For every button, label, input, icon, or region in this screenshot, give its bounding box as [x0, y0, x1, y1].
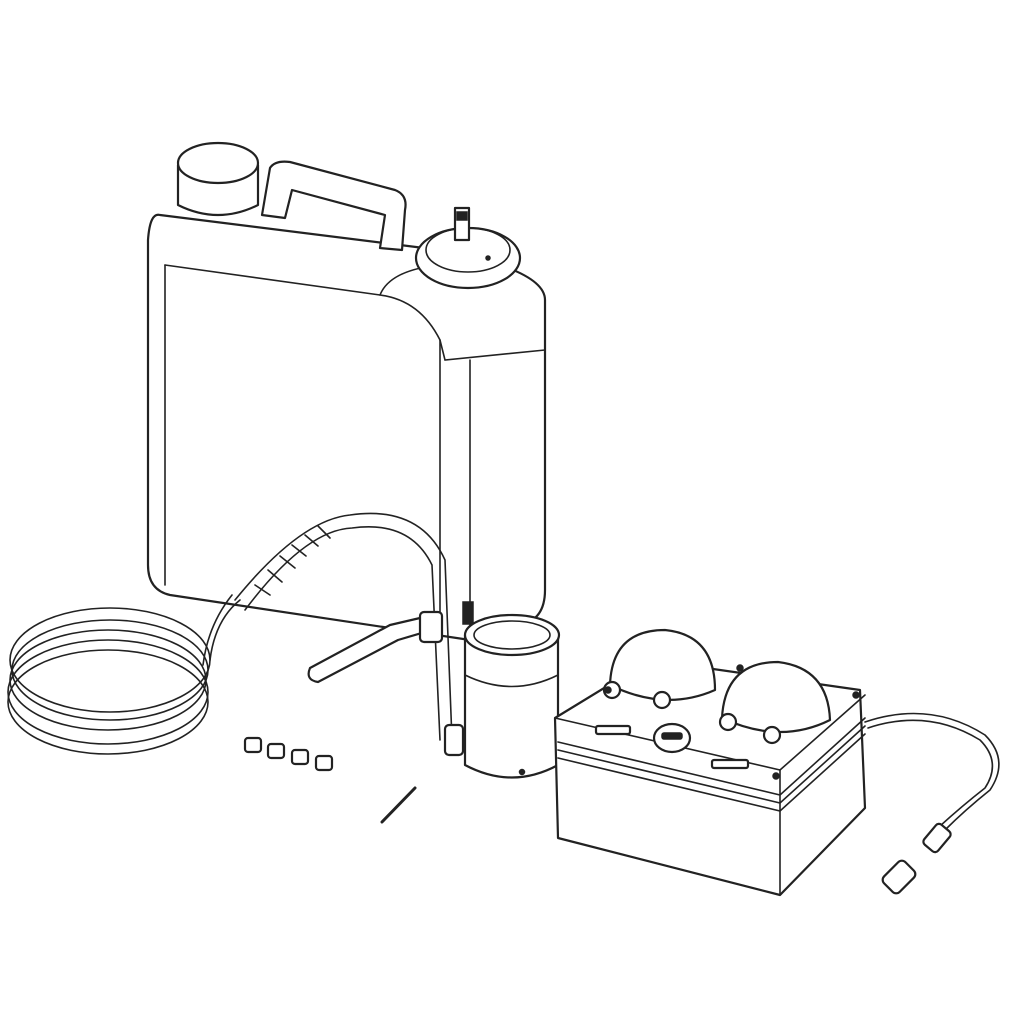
coiled-tube: [7, 594, 241, 755]
vent-cap: [414, 206, 522, 290]
pin: [380, 786, 417, 824]
jerrycan-cap: [176, 141, 260, 217]
dome-right: [718, 660, 832, 745]
filter-cup: [463, 613, 561, 779]
label-plate-right: [710, 758, 750, 770]
hose: [234, 512, 474, 757]
selector-knob: [652, 722, 692, 754]
jerrycan-handle: [260, 160, 407, 252]
jerrycan: [146, 141, 547, 642]
control-box: [553, 628, 867, 897]
label-plate-left: [594, 724, 632, 736]
connectors: [243, 736, 334, 772]
sensor-cable: [864, 712, 1000, 895]
dome-left: [602, 628, 717, 710]
